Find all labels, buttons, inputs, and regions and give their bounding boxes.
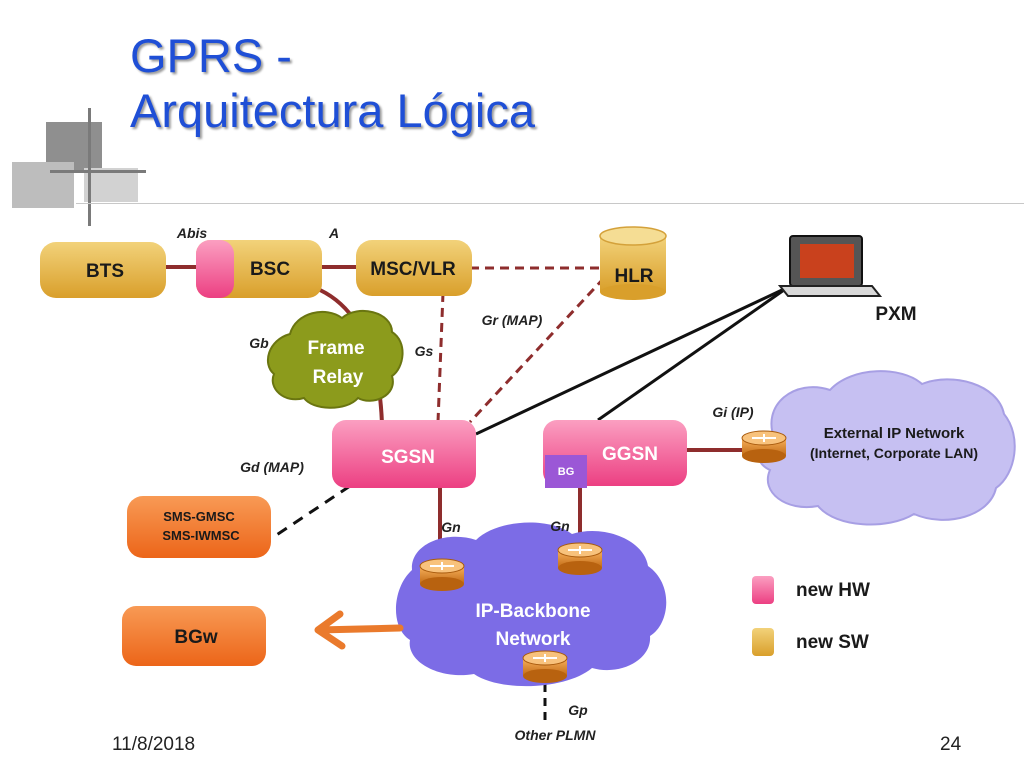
interface-gn-sgsn-label: Gn [441,519,460,535]
link-ggsn-pxm [597,288,785,422]
title-line-1: GPRS - [130,29,292,82]
router-sgsn-gn-icon [419,558,465,591]
interface-gs-label: Gs [415,343,434,359]
interface-gb-label: Gb [249,335,269,351]
decor-line-horizontal [50,170,146,173]
backbone-label-1: IP-Backbone [475,601,590,622]
legend-new-hw-label: new HW [796,580,870,601]
footer-date: 11/8/2018 [112,734,196,755]
frame-relay-cloud [266,309,404,409]
sms-gmsc-label: SMS-GMSC [163,509,235,524]
footer-page-number: 24 [940,734,962,755]
hlr-cylinder [599,226,667,300]
bgw-arrow-icon [314,610,404,650]
sgsn-label: SGSN [381,447,435,468]
title-line-2: Arquitectura Lógica [130,84,535,137]
interface-gr-label: Gr (MAP) [482,312,543,328]
decor-square-light [12,162,74,208]
interface-abis-label: Abis [176,225,208,241]
bsc-label: BSC [250,259,290,280]
pxm-terminal-icon [777,235,883,297]
interface-gn-ggsn-label: Gn [550,518,569,534]
bgw-box [122,606,266,666]
external-ip-label-1: External IP Network [824,425,965,442]
router-gp-icon [522,650,568,683]
other-plmn-label: Other PLMN [515,727,597,743]
bts-label: BTS [86,261,124,282]
interface-a-label: A [328,225,339,241]
backbone-label-2: Network [496,629,571,650]
msc-vlr-label: MSC/VLR [370,259,456,280]
bgw-label: BGw [174,627,218,648]
ggsn-label: GGSN [602,444,658,465]
frame-relay-label-1: Frame [307,338,364,359]
link-hlr-sgsn [468,276,606,424]
router-gi-icon [741,430,787,463]
bg-label: BG [558,466,575,478]
sgsn-box [332,420,476,488]
bg-box [545,455,587,488]
sms-gmsc-box [127,496,271,558]
legend-hw-swatch [752,576,774,604]
pxm-label: PXM [875,304,916,325]
sms-iwmsc-label: SMS-IWMSC [162,528,240,543]
link-sgsn-pxm [475,288,783,436]
decor-line-vertical [88,108,91,226]
interface-gp-label: Gp [568,702,588,718]
bsc-hw-part [196,240,234,298]
router-ggsn-gn-icon [557,542,603,575]
msc-vlr-box [356,240,472,296]
bts-box [40,242,166,298]
slide-title: GPRS - Arquitectura Lógica [130,28,535,138]
decor-square-mid [84,168,138,202]
legend-new-sw-label: new SW [796,632,869,653]
legend-sw-swatch [752,628,774,656]
external-ip-cloud [757,370,1016,526]
external-ip-label-2: (Internet, Corporate LAN) [810,445,978,461]
link-msc-sgsn [436,292,445,423]
hlr-label: HLR [614,266,653,287]
link-sgsn-sms [271,484,351,540]
frame-relay-label-2: Relay [313,367,364,388]
title-divider [76,203,1024,204]
interface-gd-label: Gd (MAP) [240,459,304,475]
interface-gi-label: Gi (IP) [712,404,754,420]
